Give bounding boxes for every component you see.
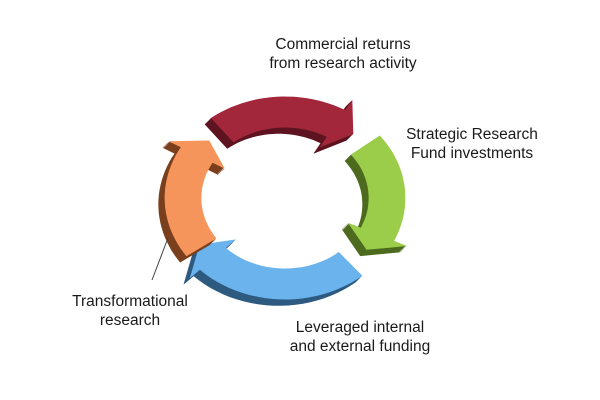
label-line: Leveraged internal xyxy=(295,319,425,336)
arrow-face xyxy=(210,96,354,148)
transform-leader-line xyxy=(151,237,169,281)
label-line: Strategic Research xyxy=(406,126,538,143)
label-line: and external funding xyxy=(289,338,431,355)
cycle-arrows xyxy=(158,96,407,306)
arrow-strategic xyxy=(341,135,407,257)
label-leveraged-funding: Leveraged internal and external funding xyxy=(260,318,460,356)
arrow-face xyxy=(347,135,407,250)
label-line: from research activity xyxy=(269,55,417,72)
label-line: Transformational xyxy=(72,293,188,310)
arrow-commercial xyxy=(204,96,354,154)
label-transformational-research: Transformational research xyxy=(40,292,220,330)
arrow-transform xyxy=(158,140,225,263)
arrow-face xyxy=(189,239,363,300)
label-commercial-returns: Commercial returns from research activit… xyxy=(248,35,438,73)
label-line: Fund investments xyxy=(410,145,534,162)
label-line: Commercial returns xyxy=(275,36,411,53)
arrow-face xyxy=(164,140,225,257)
label-line: research xyxy=(99,312,161,329)
arrow-leveraged xyxy=(183,239,363,306)
label-strategic-research: Strategic Research Fund investments xyxy=(392,125,552,163)
